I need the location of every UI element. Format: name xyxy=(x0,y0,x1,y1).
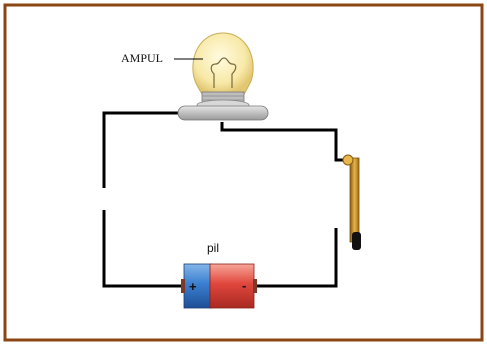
wire-left-upper xyxy=(102,111,178,188)
bulb xyxy=(177,32,269,121)
switch xyxy=(342,154,361,250)
bulb-filament xyxy=(210,57,237,88)
bulb-label: AMPUL xyxy=(121,51,163,65)
battery-terminal-right xyxy=(253,279,257,293)
wire-group xyxy=(102,111,346,288)
switch-contact xyxy=(352,232,361,250)
battery-positive-sign: + xyxy=(189,279,197,294)
wire-left-lower xyxy=(102,210,184,288)
battery-label: pil xyxy=(207,241,219,255)
bulb-base xyxy=(177,105,269,121)
switch-lever xyxy=(349,157,360,243)
switch-pivot xyxy=(342,154,354,166)
battery-terminal-left xyxy=(181,279,185,293)
battery-negative-sign: - xyxy=(242,278,246,293)
battery: + - xyxy=(181,263,257,309)
battery-negative-end xyxy=(209,263,255,309)
bulb-glass xyxy=(192,32,254,95)
wire-right-lower xyxy=(252,228,338,288)
wire-right-upper xyxy=(220,122,346,162)
